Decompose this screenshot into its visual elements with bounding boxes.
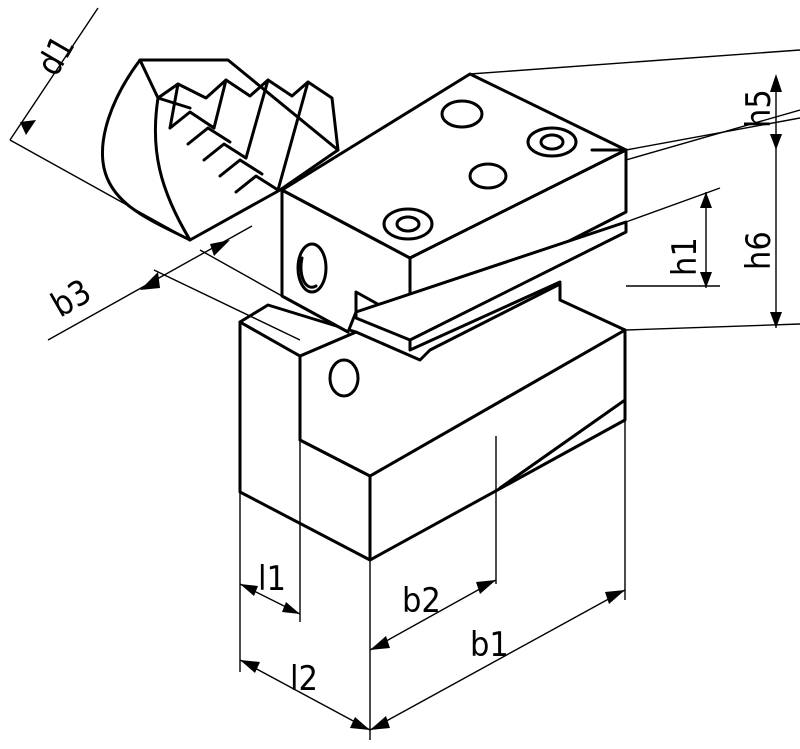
label-b2: b2 [402,581,441,621]
label-h5: h5 [739,89,779,128]
top-hole-1 [440,99,484,129]
label-l2: l2 [290,659,318,699]
dimension-lines [9,7,800,740]
label-d1: d1 [29,29,83,83]
label-h1: h1 [665,237,705,276]
base-bore [328,358,360,398]
shank [101,58,340,242]
side-bore [296,242,328,294]
base-block [238,282,627,562]
label-h6: h6 [739,231,779,270]
label-b1: b1 [470,625,509,665]
top-hole-2 [468,162,508,190]
label-l1: l1 [258,559,286,599]
screw-front [382,207,434,241]
label-b3: b3 [45,272,99,326]
screw-rear [526,126,578,158]
clamp-block [280,72,628,352]
